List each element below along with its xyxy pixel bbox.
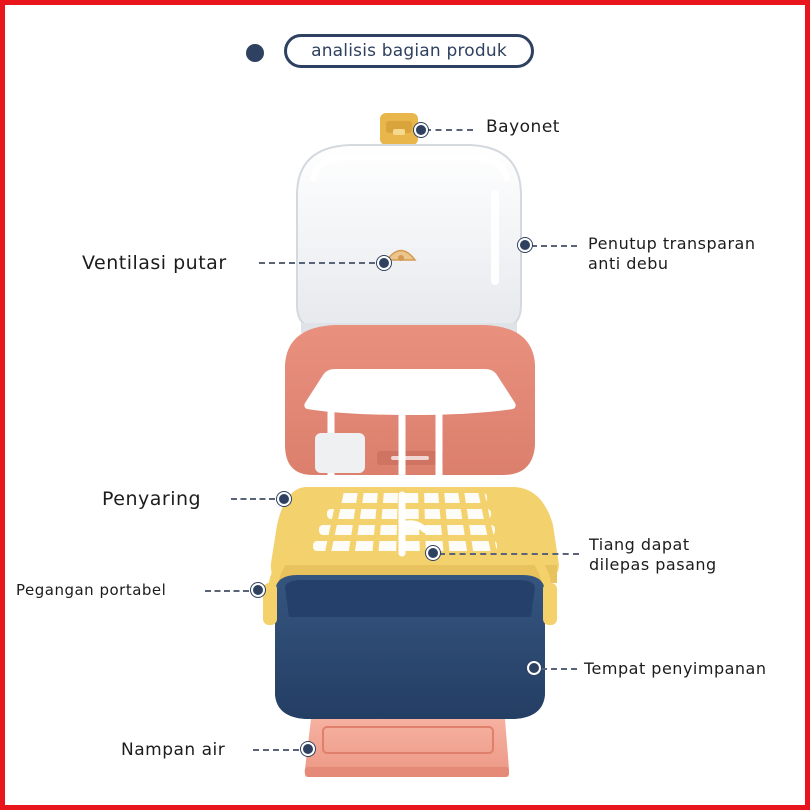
pin-vent: [377, 256, 391, 270]
pin-strainer: [277, 492, 291, 506]
leader-storage: [541, 668, 577, 670]
leader-bayonet: [425, 129, 473, 131]
transparent-lid: [296, 144, 522, 333]
navy-storage-base: [263, 575, 557, 719]
label-bayonet: Bayonet: [486, 117, 560, 137]
pin-tray: [301, 742, 315, 756]
pin-bayonet: [414, 123, 428, 137]
label-lid-line1: Penutup transparan: [588, 234, 756, 253]
label-storage: Tempat penyimpanan: [584, 659, 767, 678]
pin-pole: [426, 546, 440, 560]
product-illustration: [263, 113, 559, 777]
leader-handle: [205, 590, 249, 592]
header-bullet: [246, 44, 264, 62]
label-pole-line2: dilepas pasang: [589, 555, 717, 574]
label-pole-line1: Tiang dapat: [589, 535, 690, 554]
label-lid: Penutup transparan anti debu: [588, 234, 755, 274]
pin-handle: [251, 583, 265, 597]
pin-storage: [527, 661, 541, 675]
yellow-strainer: [270, 487, 559, 583]
leader-vent: [259, 262, 375, 264]
leader-lid: [531, 245, 577, 247]
label-pole: Tiang dapat dilepas pasang: [589, 535, 717, 575]
pink-water-tray: [304, 719, 509, 777]
pin-lid: [518, 238, 532, 252]
rotating-vent: [385, 249, 417, 261]
bayonet-clip: [380, 113, 418, 145]
label-lid-line2: anti debu: [588, 254, 669, 273]
header-title: analisis bagian produk: [284, 34, 534, 68]
label-strainer: Penyaring: [102, 488, 202, 510]
leader-strainer: [231, 498, 275, 500]
label-tray: Nampan air: [121, 740, 226, 760]
label-handle: Pegangan portabel: [16, 581, 167, 599]
label-vent: Ventilasi putar: [82, 252, 227, 274]
leader-pole: [439, 553, 579, 555]
leader-tray: [253, 749, 299, 751]
